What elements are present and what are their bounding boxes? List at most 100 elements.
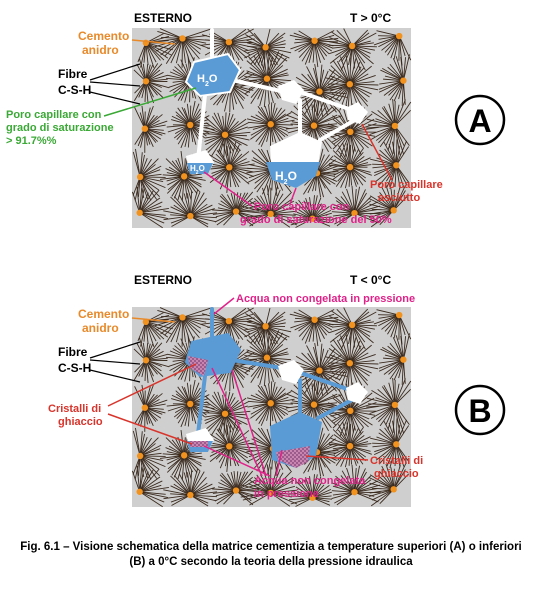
cement-grain [390,486,397,493]
csh-fibre-bundle [370,418,410,469]
csh-fibre-bundle [325,334,379,390]
cement-grain [316,367,323,374]
svg-text:A: A [468,103,491,139]
cement-grain [136,452,144,460]
csh-fibre-bundle [328,28,377,71]
cement-grain [136,209,143,216]
cement-grain [262,323,269,330]
csh-fibre-bundle [134,384,168,432]
cement-grain [391,401,399,409]
cement-grain [221,410,229,417]
cement-grain [309,494,316,501]
cement-grain [263,354,271,361]
cement-grain [263,75,271,82]
csh-fibre-bundle [131,465,169,508]
csh-fibre-bundle [289,30,339,68]
csh-fibre-bundle [243,28,292,74]
panel-b-badge: B [454,384,506,436]
cement-grain [351,488,358,496]
cement-grain [346,163,354,171]
cement-grain [267,489,274,497]
cement-grain [310,401,318,408]
panel-a-small-pore-water [187,163,213,174]
cement-grain [180,452,188,459]
cement-grain [180,173,188,180]
panel-b-cristalli-left-arrow-2 [107,413,193,445]
figure-caption: Fig. 6.1 – Visione schematica della matr… [0,540,542,570]
cement-grain [396,311,403,319]
csh-fibre-bundle [243,307,292,353]
csh-fibre-bundle [240,464,298,507]
csh-fibre-bundle [368,184,410,228]
cement-grain [232,487,240,494]
panel-a-saturated-arrow [103,87,197,117]
cement-grain [310,122,318,129]
cement-grain [225,38,233,46]
caption-line-1: Fig. 6.1 – Visione schematica della matr… [20,541,522,553]
cement-grain [390,207,397,214]
cement-grain [400,77,407,84]
panel-b-cristalli-right-arrow [305,455,369,461]
cement-grain [226,443,233,450]
cement-grain [232,208,240,215]
cement-grain [141,404,149,411]
panel-a-saturated-pore [184,52,242,98]
panel-a-half-water-label: H2O [275,169,297,186]
cement-grain [141,125,149,132]
csh-fibre-bundle [373,309,412,345]
cement-grain [187,400,194,408]
panel-b-esterno: ESTERNO [134,273,192,287]
panel-a-esterno: ESTERNO [134,11,192,25]
csh-fibre-bundle [133,58,170,104]
cement-grain [393,162,400,169]
panel-a-half-arrow-2 [289,187,297,205]
cement-grain [348,321,356,329]
csh-fibre-bundle [202,112,251,158]
panel-a-fibre-arrows [89,63,141,105]
csh-fibre-bundle [163,468,218,507]
csh-fibre-bundle [166,100,215,149]
caption-line-2: (B) a 0°C secondo la teoria della pressi… [129,556,413,568]
cement-grain [142,318,150,326]
panel-a-half-arrow-1 [203,171,253,207]
panel-a-temperature: T > 0°C [350,11,391,25]
cement-grain [187,121,194,129]
csh-fibre-bundle [133,337,170,383]
csh-fibre-bundle [327,142,372,189]
panel-b-acqua-top-arrow [213,297,235,315]
cement-grain [348,42,356,50]
csh-fibre-bundle [132,148,166,201]
csh-fibre-bundle [246,102,295,150]
csh-fibre-bundle [373,30,412,66]
csh-fibre-bundle [240,50,292,108]
cement-grain [225,317,233,325]
panel-b-dry-pore [278,360,304,384]
cement-grain [346,360,354,367]
cement-grain [346,442,354,450]
cement-grain [393,441,400,448]
csh-fibre-bundle [134,105,168,153]
cement-grain [311,316,318,323]
csh-fibre-bundle [366,377,412,435]
csh-fibre-bundle [153,307,211,347]
panel-b-temperature: T < 0°C [350,273,391,287]
csh-fibre-bundle [368,463,410,507]
panel-a-water-label: H2O [197,73,218,88]
panel-b-ice-crystals-right [276,446,310,468]
panel-b-acqua-bottom-arrows [203,367,283,477]
cement-grain [226,164,233,171]
cement-grain [136,173,144,181]
cement-grain [267,121,274,128]
panel-a-dry-arrow [361,123,393,181]
panel-a-dry-pore-2 [346,102,368,124]
csh-fibre-bundle [325,55,379,111]
